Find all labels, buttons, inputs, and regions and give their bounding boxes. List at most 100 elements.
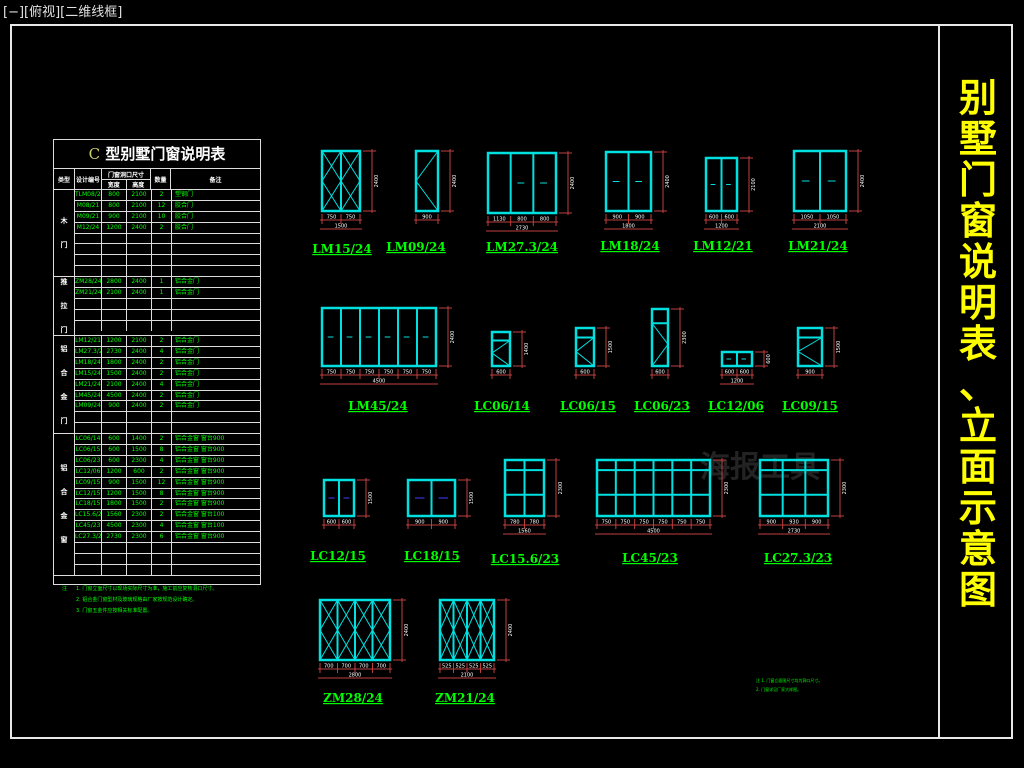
note: 2. 铝合金门窗型材及玻璃规格由厂家按规范设计确定。 bbox=[76, 596, 198, 603]
table-cell bbox=[152, 553, 172, 564]
swing-line bbox=[319, 599, 338, 631]
elevation-notes: 注 1. 门窗立面图尺寸均为洞口尺寸。 2. 门窗详见厂家大样图。 bbox=[756, 676, 822, 694]
width-dimension: 930 bbox=[789, 520, 799, 526]
table-cell: LM12/21 bbox=[75, 336, 102, 347]
title-char: 意 bbox=[958, 527, 997, 571]
header-size-label: 门窗洞口尺寸 bbox=[102, 170, 150, 180]
table-cell: 1200 bbox=[102, 222, 127, 233]
table-cell: 1200 bbox=[102, 466, 127, 477]
width-dimension: 750 bbox=[365, 370, 375, 376]
window-frame bbox=[414, 149, 440, 213]
title-char: 别 bbox=[958, 76, 997, 120]
width-dimension: 750 bbox=[384, 370, 394, 376]
swing-line bbox=[453, 629, 468, 661]
table-cell: 铝合金窗 窗台900 bbox=[175, 456, 225, 464]
table-cell: 铝合金窗 窗台900 bbox=[175, 467, 225, 475]
table-cell: LC27.3/23 bbox=[75, 532, 102, 543]
table-cell: 2400 bbox=[127, 368, 152, 379]
title-char: 表 bbox=[958, 322, 997, 366]
width-dimension: 750 bbox=[602, 520, 612, 526]
table-cell: 铝合金窗 窗台900 bbox=[175, 500, 225, 508]
table-row bbox=[75, 255, 260, 267]
table-cell: 2 bbox=[152, 390, 172, 401]
table-cell: 600 bbox=[102, 455, 127, 466]
window-frame bbox=[650, 307, 670, 368]
table-cell: 铝合金窗 窗台100 bbox=[175, 522, 225, 530]
table-cell: 1200 bbox=[102, 488, 127, 499]
table-cell: 2100 bbox=[102, 379, 127, 390]
table-cell: 12 bbox=[152, 200, 172, 211]
width-dimension: 900 bbox=[635, 215, 645, 221]
window-label: LC06/14 bbox=[474, 399, 530, 413]
table-cell bbox=[102, 233, 127, 244]
table-cell bbox=[127, 298, 152, 309]
window-label: LM12/21 bbox=[693, 239, 753, 253]
table-cell: LM45/24 bbox=[75, 390, 102, 401]
table-cell: LC06/23 bbox=[75, 455, 102, 466]
group-name: 木门 bbox=[54, 190, 75, 277]
height-dimension: 1500 bbox=[608, 341, 614, 354]
table-cell: 铝合金门 bbox=[175, 348, 200, 356]
table-cell: 1560 bbox=[102, 510, 127, 521]
drawing-title: 别墅门窗说明表、立面示意图 bbox=[952, 78, 1004, 611]
table-cell bbox=[75, 423, 102, 434]
table-cell bbox=[102, 412, 127, 423]
title-char: 门 bbox=[958, 158, 997, 202]
window-label: LC09/15 bbox=[782, 399, 838, 413]
table-cell: 2 bbox=[152, 434, 172, 445]
table-cell: 2 bbox=[152, 466, 172, 477]
table-cell: 铝合金门 bbox=[175, 402, 200, 410]
table-cell: 2300 bbox=[127, 455, 152, 466]
group-name-char: 合 bbox=[60, 488, 68, 497]
table-cell bbox=[102, 298, 127, 309]
width-dimension: 750 bbox=[327, 370, 337, 376]
notes-label: 注 bbox=[62, 585, 68, 592]
note: 2. 门窗详见厂家大样图。 bbox=[756, 687, 802, 692]
table-cell: 2400 bbox=[127, 222, 152, 233]
height-dimension: 1500 bbox=[368, 492, 374, 505]
table-cell: LC06/14 bbox=[75, 434, 102, 445]
table-cell: 胶合门 bbox=[175, 212, 194, 220]
table-cell: M09/21 bbox=[75, 211, 102, 222]
table-cell bbox=[152, 412, 172, 423]
table-cell: ZM28/24 bbox=[75, 277, 102, 288]
window-label: LM18/24 bbox=[600, 239, 660, 253]
header-remark: 备注 bbox=[209, 176, 222, 184]
total-dimension: 1500 bbox=[335, 224, 348, 230]
group-name-char: 门 bbox=[60, 416, 68, 425]
table-cell bbox=[152, 266, 172, 277]
width-dimension: 600 bbox=[724, 215, 734, 221]
width-dimension: 900 bbox=[812, 520, 822, 526]
swing-line bbox=[319, 629, 338, 661]
width-dimension: 780 bbox=[510, 520, 520, 526]
header-width: 宽度 bbox=[102, 179, 127, 189]
viewport-label[interactable]: [−][俯视][二维线框] bbox=[3, 5, 123, 20]
title-char: 面 bbox=[958, 445, 997, 489]
table-cell: 2730 bbox=[102, 347, 127, 357]
header-code: 设计编号 bbox=[75, 169, 102, 189]
window-label: ZM21/24 bbox=[435, 691, 495, 705]
